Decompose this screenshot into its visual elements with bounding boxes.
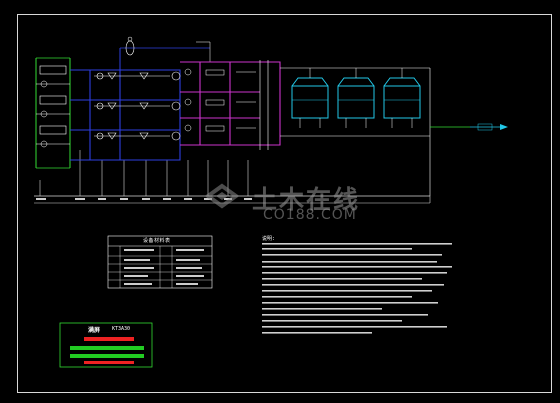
pump-icon bbox=[96, 102, 104, 110]
filter-icon bbox=[205, 69, 225, 76]
note-line bbox=[262, 243, 452, 245]
filter-icon bbox=[205, 125, 225, 132]
note-line bbox=[262, 290, 432, 292]
arrow-right-icon bbox=[500, 124, 508, 130]
equipment-tag bbox=[36, 198, 46, 200]
cooling-tower-2 bbox=[337, 68, 375, 128]
valve-icon bbox=[107, 72, 117, 80]
table-cell-text bbox=[124, 267, 154, 269]
table-cell-text bbox=[124, 275, 148, 277]
equipment-tag bbox=[75, 198, 85, 200]
outlet-tag bbox=[477, 123, 493, 131]
valve-icon bbox=[107, 102, 117, 110]
table-cell-text bbox=[124, 249, 154, 251]
valve-icon bbox=[139, 102, 149, 110]
pump-icon bbox=[171, 101, 181, 111]
pump-icon bbox=[184, 98, 192, 106]
note-line bbox=[262, 278, 422, 280]
chiller-group bbox=[35, 57, 71, 169]
note-line bbox=[262, 254, 442, 256]
scale-legend-title: 满屏 bbox=[88, 327, 101, 334]
material-table-title: 设备材料表 bbox=[143, 238, 171, 244]
table-cell-text bbox=[176, 275, 204, 277]
green-bar bbox=[70, 354, 144, 358]
return-loop bbox=[180, 61, 281, 146]
note-line bbox=[262, 296, 412, 298]
red-bar bbox=[84, 361, 134, 364]
chiller-unit bbox=[39, 95, 67, 105]
equipment-tag bbox=[142, 198, 150, 200]
note-line bbox=[262, 308, 382, 310]
equipment-tag-row bbox=[36, 198, 252, 200]
pump-icon bbox=[171, 131, 181, 141]
equipment-tag bbox=[98, 198, 106, 200]
chiller-unit bbox=[39, 65, 67, 75]
pump-icon bbox=[96, 72, 104, 80]
note-line bbox=[262, 261, 437, 263]
valve-icon bbox=[139, 72, 149, 80]
red-bar bbox=[84, 337, 134, 341]
tower-header bbox=[259, 60, 431, 196]
table-cell-text bbox=[176, 249, 204, 251]
equipment-tag bbox=[244, 198, 252, 200]
note-line bbox=[262, 326, 447, 328]
table-cell-text bbox=[176, 259, 200, 261]
material-table bbox=[107, 235, 213, 289]
valve-icon bbox=[107, 132, 117, 140]
valve-group bbox=[94, 71, 181, 141]
supply-loop bbox=[70, 69, 181, 161]
equipment-tag bbox=[224, 198, 232, 200]
watermark-logo bbox=[204, 183, 240, 209]
cooling-tower-1 bbox=[291, 68, 329, 128]
pump-icon bbox=[184, 124, 192, 132]
table-cell-text bbox=[124, 283, 152, 285]
cooling-tower-icon bbox=[291, 85, 329, 119]
scale-legend-subtitle: KT3A30 bbox=[112, 326, 131, 332]
valve-icon bbox=[139, 132, 149, 140]
equipment-tag bbox=[184, 198, 192, 200]
filter-icon bbox=[205, 99, 225, 106]
note-line bbox=[262, 266, 452, 268]
note-line bbox=[262, 314, 428, 316]
chiller-unit bbox=[39, 125, 67, 135]
note-line bbox=[262, 284, 444, 286]
scale-legend bbox=[59, 322, 153, 368]
cooling-tower-icon bbox=[383, 85, 421, 119]
design-notes bbox=[262, 243, 452, 334]
expansion-tank bbox=[119, 36, 211, 70]
watermark-url: CO188.COM bbox=[263, 207, 357, 223]
pump-icon bbox=[96, 132, 104, 140]
note-line bbox=[262, 272, 447, 274]
table-cell-text bbox=[176, 267, 202, 269]
notes-title: 说明: bbox=[262, 236, 276, 242]
cooling-tower-icon bbox=[337, 85, 375, 119]
watermark-text: 土木在线 bbox=[252, 185, 361, 214]
note-line bbox=[262, 248, 412, 250]
equipment-tag bbox=[204, 198, 212, 200]
table-cell-text bbox=[124, 259, 150, 261]
condenser-valves bbox=[184, 68, 256, 132]
cooling-tower-3 bbox=[383, 68, 421, 128]
pump-icon bbox=[184, 68, 192, 76]
equipment-tag bbox=[120, 198, 128, 200]
note-line bbox=[262, 332, 372, 334]
outlet-pipe bbox=[430, 123, 508, 131]
note-line bbox=[262, 302, 438, 304]
table-cell-text bbox=[176, 283, 198, 285]
schematic-bottom-border bbox=[34, 195, 431, 204]
equipment-tag bbox=[163, 198, 171, 200]
drawing-frame bbox=[17, 14, 552, 393]
note-line bbox=[262, 320, 402, 322]
green-bar bbox=[70, 346, 144, 350]
pump-icon bbox=[171, 71, 181, 81]
